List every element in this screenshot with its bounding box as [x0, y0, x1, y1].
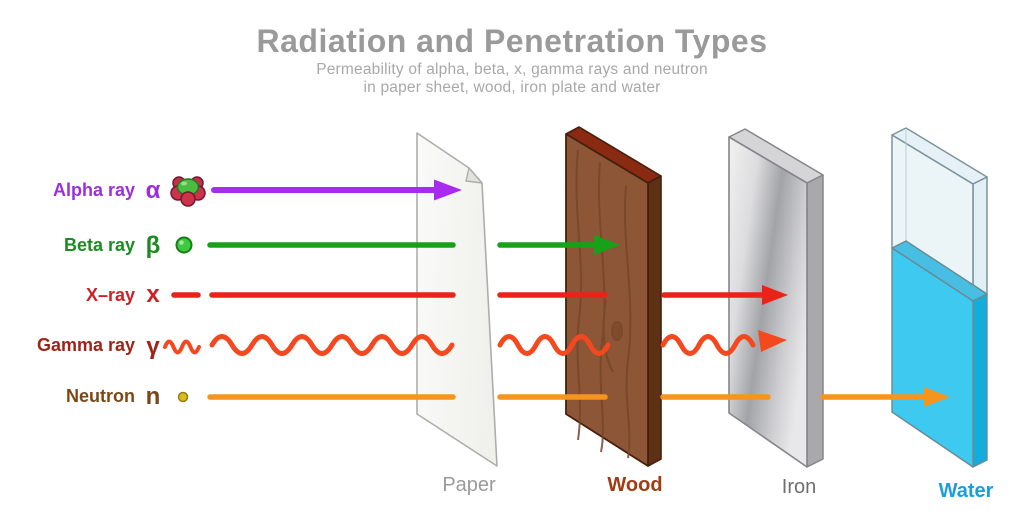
- alpha-ray-label: Alpha ray: [53, 180, 135, 200]
- paper-barrier: Paper: [416, 132, 498, 496]
- beta-arrowhead: [594, 235, 620, 255]
- water-label: Water: [939, 480, 994, 502]
- paper-label: Paper: [442, 474, 496, 496]
- neutron-arrowhead: [924, 387, 950, 407]
- iron-barrier: Iron: [728, 128, 824, 498]
- gamma-symbol: γ: [146, 333, 160, 360]
- neutron-row: Neutron n: [66, 383, 950, 410]
- water-barrier: Water: [891, 127, 994, 502]
- page-title: Radiation and Penetration Types: [257, 23, 768, 59]
- subtitle-line-1: Permeability of alpha, beta, x, gamma ra…: [316, 61, 708, 78]
- glass-side-face: [972, 176, 988, 302]
- x-ray-label: X–ray: [86, 285, 135, 305]
- alpha-ray-row: Alpha ray α: [53, 176, 462, 207]
- wood-grain-texture: [575, 149, 632, 459]
- gamma-wave-segment-3: [660, 334, 756, 356]
- header: Radiation and Penetration Types Permeabi…: [257, 23, 768, 96]
- wood-barrier: Wood: [565, 126, 663, 496]
- gamma-wave-segment-1: [209, 334, 455, 356]
- beta-symbol: β: [146, 232, 161, 259]
- water-front-face: [891, 247, 974, 468]
- alpha-particle-icon: [170, 176, 206, 207]
- subtitle-line-2: in paper sheet, wood, iron plate and wat…: [363, 79, 660, 96]
- alpha-symbol: α: [146, 177, 161, 204]
- beta-ray-label: Beta ray: [64, 235, 135, 255]
- wood-side-face: [647, 175, 662, 467]
- x-ray-symbol: x: [146, 281, 160, 308]
- wood-label: Wood: [607, 474, 662, 496]
- gamma-wave-icon: [163, 339, 201, 355]
- x-ray-arrowhead: [762, 285, 788, 305]
- x-ray-row: X–ray x: [86, 281, 788, 308]
- wood-front-face: [565, 133, 649, 467]
- gamma-ray-label: Gamma ray: [37, 335, 135, 355]
- water-side-face: [972, 293, 988, 468]
- beta-particle-icon: [175, 236, 193, 254]
- neutron-label: Neutron: [66, 386, 135, 406]
- paper-fold-corner: [465, 167, 483, 184]
- alpha-arrowhead: [434, 179, 462, 201]
- beta-ray-row: Beta ray β: [64, 232, 620, 259]
- paper-sheet: [416, 132, 498, 467]
- iron-side-face: [806, 174, 824, 468]
- gamma-arrowhead: [758, 330, 787, 352]
- neutron-symbol: n: [146, 383, 161, 410]
- iron-label: Iron: [782, 476, 816, 498]
- neutron-particle-icon: [177, 391, 189, 403]
- gamma-wave-segment-2: [497, 334, 611, 356]
- gamma-ray-row: Gamma ray γ: [37, 330, 787, 360]
